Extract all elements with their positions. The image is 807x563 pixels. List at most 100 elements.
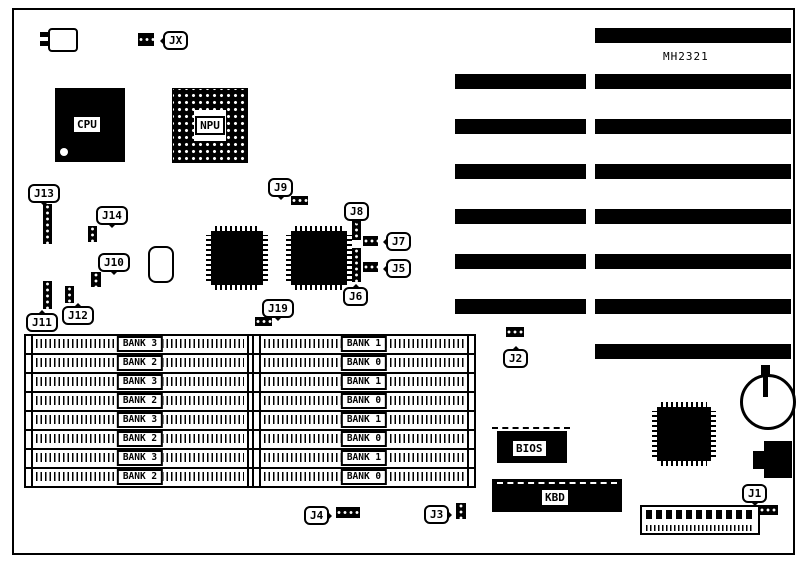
keyboard-din-connector-tab xyxy=(753,451,765,469)
j12-pins xyxy=(65,286,74,303)
simm-socket: BANK 2 xyxy=(24,353,256,374)
simm-socket: BANK 1 xyxy=(252,410,476,431)
expansion-slot xyxy=(595,119,791,134)
aux-connector xyxy=(48,28,78,52)
j4-label: J4 xyxy=(304,506,330,525)
j8-pins xyxy=(352,221,361,240)
j3-label: J3 xyxy=(424,505,450,524)
j2-label: J2 xyxy=(503,349,529,368)
cpu-pin1-dot xyxy=(60,148,68,156)
bank-label: BANK 1 xyxy=(340,412,388,428)
bank-label: BANK 3 xyxy=(116,412,164,428)
aux-connector-pin xyxy=(40,32,49,37)
expansion-slot xyxy=(595,254,791,269)
j14-label: J14 xyxy=(96,206,128,225)
j13-label: J13 xyxy=(28,184,60,203)
kbd-chip-dash xyxy=(497,482,617,484)
expansion-slot-ext xyxy=(455,164,586,179)
j8-label: J8 xyxy=(344,202,370,221)
bank-label: BANK 0 xyxy=(340,469,388,485)
simm-socket: BANK 2 xyxy=(24,391,256,412)
expansion-slot-ext xyxy=(455,209,586,224)
bank-label: BANK 2 xyxy=(116,393,164,409)
bank-label: BANK 1 xyxy=(340,336,388,352)
j19-pins xyxy=(255,317,272,326)
qfp-chip-2 xyxy=(286,226,352,290)
j14-pins xyxy=(88,226,97,242)
j11-pins xyxy=(43,281,52,309)
j6-pins xyxy=(352,248,361,282)
aux-connector-pin xyxy=(40,41,49,46)
battery xyxy=(740,374,796,430)
jx-pins xyxy=(138,33,154,46)
model-label: MH2321 xyxy=(663,50,709,63)
simm-socket: BANK 0 xyxy=(252,467,476,488)
simm-socket: BANK 0 xyxy=(252,353,476,374)
qfp-chip-1 xyxy=(206,226,268,290)
j19-label: J19 xyxy=(262,299,294,318)
simm-socket: BANK 3 xyxy=(24,448,256,469)
battery-clip xyxy=(761,365,770,377)
npu-socket: NPU xyxy=(172,88,248,163)
simm-socket: BANK 2 xyxy=(24,429,256,450)
simm-socket: BANK 2 xyxy=(24,467,256,488)
expansion-slot xyxy=(595,344,791,359)
npu-center: NPU xyxy=(194,110,226,141)
bank-label: BANK 3 xyxy=(116,336,164,352)
j2-pins xyxy=(506,327,524,337)
bank-label: BANK 3 xyxy=(116,374,164,390)
expansion-slot-ext xyxy=(455,74,586,89)
j5-label: J5 xyxy=(386,259,412,278)
bios-socket-line xyxy=(492,427,570,429)
simm-socket: BANK 0 xyxy=(252,391,476,412)
bank-label: BANK 3 xyxy=(116,450,164,466)
bank-label: BANK 0 xyxy=(340,393,388,409)
j10-label: J10 xyxy=(98,253,130,272)
expansion-slot xyxy=(595,74,791,89)
bottom-header-ticks xyxy=(646,525,754,531)
simm-socket: BANK 3 xyxy=(24,410,256,431)
bank-label: BANK 2 xyxy=(116,431,164,447)
simm-socket: BANK 3 xyxy=(24,372,256,393)
cpu-label: CPU xyxy=(72,115,102,134)
j1-label: J1 xyxy=(742,484,768,503)
j9-pins xyxy=(291,196,308,205)
j10-pins xyxy=(91,272,101,287)
simm-socket: BANK 1 xyxy=(252,334,476,355)
bank-label: BANK 0 xyxy=(340,431,388,447)
simm-socket: BANK 1 xyxy=(252,372,476,393)
expansion-slot xyxy=(595,299,791,314)
j13-pins xyxy=(43,204,52,244)
bank-label: BANK 2 xyxy=(116,355,164,371)
expansion-slot xyxy=(595,209,791,224)
jx-label: JX xyxy=(163,31,189,50)
j6-label: J6 xyxy=(343,287,369,306)
j12-label: J12 xyxy=(62,306,94,325)
expansion-slot xyxy=(595,28,791,43)
battery-contact xyxy=(763,377,768,397)
npu-label: NPU xyxy=(195,116,225,135)
crystal-oscillator xyxy=(148,246,174,283)
expansion-slot-ext xyxy=(455,119,586,134)
keyboard-din-connector xyxy=(764,441,792,478)
kbd-label: KBD xyxy=(540,488,570,507)
qfp-chip-3 xyxy=(652,402,716,466)
bank-label: BANK 1 xyxy=(340,450,388,466)
j9-label: J9 xyxy=(268,178,294,197)
simm-socket: BANK 3 xyxy=(24,334,256,355)
bank-label: BANK 2 xyxy=(116,469,164,485)
expansion-slot-ext xyxy=(455,299,586,314)
simm-socket: BANK 1 xyxy=(252,448,476,469)
j1-pins xyxy=(759,505,778,515)
j5-pins xyxy=(363,262,378,272)
bios-label: BIOS xyxy=(511,439,548,458)
bottom-header-pins xyxy=(646,510,754,519)
bottom-header-connector xyxy=(640,505,760,535)
bank-label: BANK 1 xyxy=(340,374,388,390)
j4-pins xyxy=(336,507,360,518)
j11-label: J11 xyxy=(26,313,58,332)
j3-pins xyxy=(456,503,466,519)
simm-socket: BANK 0 xyxy=(252,429,476,450)
bank-label: BANK 0 xyxy=(340,355,388,371)
